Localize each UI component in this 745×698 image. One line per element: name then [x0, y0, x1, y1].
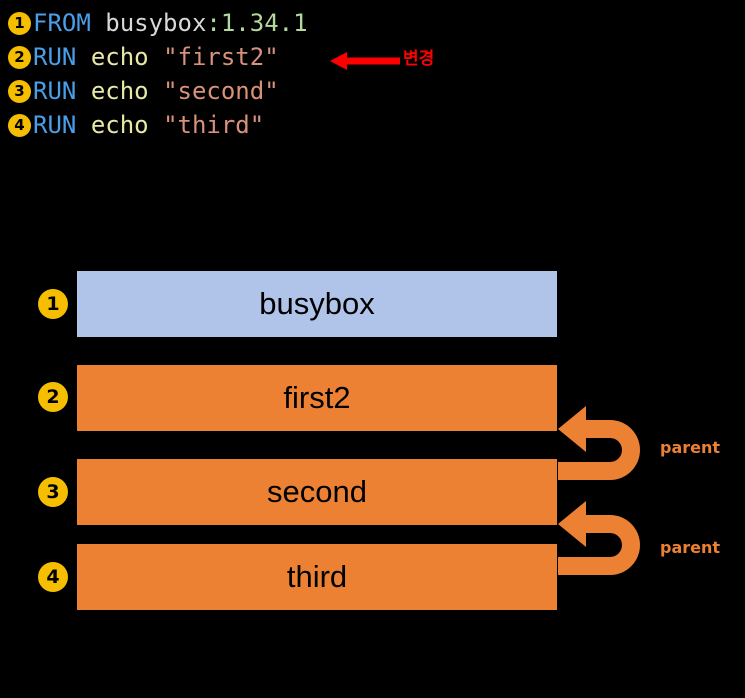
layer-badge-4: 4	[38, 562, 68, 592]
parent-link-arrow-icon	[558, 501, 640, 575]
layer-bar-label: third	[286, 559, 348, 594]
code-line: 4 RUN echo "third"	[8, 108, 264, 142]
parent-link-arrow-icon	[558, 406, 640, 480]
code-line: 1 FROM busybox : 1.34.1	[8, 6, 308, 40]
layer-badge-2: 2	[38, 382, 68, 412]
layer-bar-first2[interactable]: first2	[77, 365, 557, 431]
change-annotation: 변경	[330, 44, 455, 80]
layer-bar-busybox[interactable]: busybox	[77, 271, 557, 337]
command-argument: "third"	[163, 111, 265, 139]
layer-bar-label: first2	[283, 380, 351, 415]
command-argument: "first2"	[163, 43, 279, 71]
shell-command: echo	[90, 43, 149, 71]
layer-bar-label: busybox	[259, 286, 375, 321]
line-number-badge-4: 4	[8, 113, 31, 137]
code-line: 2 RUN echo "first2"	[8, 40, 279, 74]
shell-command: echo	[90, 111, 149, 139]
layer-bar-third[interactable]: third	[77, 544, 557, 610]
line-number-badge-1: 1	[8, 11, 31, 35]
instruction-keyword: FROM	[33, 9, 91, 37]
line-number-badge-3: 3	[8, 79, 31, 103]
shell-command: echo	[90, 77, 149, 105]
instruction-keyword: RUN	[33, 77, 77, 105]
change-annotation-label: 변경	[403, 49, 435, 69]
layer-badge-1: 1	[38, 289, 68, 319]
layer-badge-3: 3	[38, 477, 68, 507]
command-argument: "second"	[163, 77, 279, 105]
image-tag: 1.34.1	[220, 9, 308, 37]
image-name: busybox	[105, 9, 207, 37]
parent-link-label: parent	[660, 538, 721, 557]
parent-link-label: parent	[660, 438, 721, 457]
left-arrow-icon	[330, 52, 400, 70]
instruction-keyword: RUN	[33, 111, 77, 139]
code-line: 3 RUN echo "second"	[8, 74, 279, 108]
image-tag-separator: :	[206, 9, 221, 37]
layer-bar-second[interactable]: second	[77, 459, 557, 525]
instruction-keyword: RUN	[33, 43, 77, 71]
line-number-badge-2: 2	[8, 45, 31, 69]
dockerfile-code-block: 1 FROM busybox : 1.34.1 2 RUN echo "firs…	[0, 0, 745, 160]
layer-bar-label: second	[267, 474, 367, 509]
